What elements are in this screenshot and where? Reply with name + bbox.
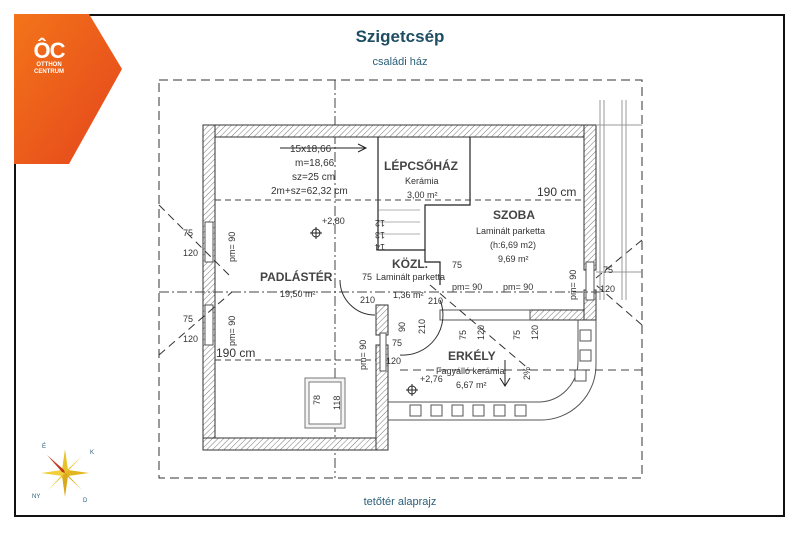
room-floor-erkely: Fagyálló kerámia	[436, 366, 505, 376]
height-label-top: 190 cm	[537, 185, 576, 199]
plan-caption: tetőtér alaprajz	[363, 496, 437, 508]
door-swings	[339, 279, 444, 356]
room-area-szoba: 9,69 m²	[498, 254, 529, 264]
dim-210-b: 210	[428, 296, 443, 306]
dim-118: 118	[332, 396, 342, 410]
page-title: Szigetcsép	[355, 27, 445, 46]
stair-arrow-head	[357, 143, 368, 153]
stair-note-3: sz=25 cm	[292, 172, 335, 183]
room-extra-szoba: (h:6,69 m2)	[490, 240, 536, 250]
dim-120-d: 120	[386, 356, 401, 366]
room-area-lepcsohaz: 3,00 m²	[407, 190, 438, 200]
stair-hall	[377, 137, 471, 285]
stair-step-14: 14	[375, 242, 385, 252]
page-subtitle: családi ház	[372, 56, 428, 68]
dim-120-f: 120	[530, 325, 540, 340]
stair-step-13: 13	[375, 230, 385, 240]
room-area-padlaster: 19,50 m²	[280, 289, 316, 299]
compass-w: NY	[32, 494, 40, 500]
dim-75-f: 75	[392, 338, 402, 348]
slope-label: 2%	[522, 367, 532, 380]
roof-window	[304, 377, 346, 429]
compass-s: D	[83, 498, 88, 504]
room-name-kozl: KÖZL.	[392, 256, 428, 271]
compass-n: É	[42, 443, 46, 450]
rotated-dims: pm= 90 pm= 90 pm= 90 pm= 90 90 210 75 12…	[227, 218, 578, 410]
compass-e: K	[90, 450, 94, 456]
room-area-kozl: 1,36 m²	[393, 290, 424, 300]
room-name-szoba: SZOBA	[493, 208, 535, 222]
dim-210-c: 210	[417, 319, 427, 334]
pm-90-e: pm= 90	[358, 340, 368, 370]
balcony	[388, 320, 597, 421]
stair-note-2: m=18,66	[295, 158, 335, 169]
room-area-erkely: 6,67 m²	[456, 380, 487, 390]
dim-75-d: 75	[362, 272, 372, 282]
stair-step-12: 12	[375, 218, 385, 228]
windows	[204, 221, 595, 372]
pm-90-f: pm= 90	[568, 270, 578, 300]
balcony-tiles	[409, 329, 592, 417]
stair-note-1: 15x18,66	[290, 144, 332, 155]
room-floor-szoba: Laminált parketta	[476, 226, 545, 236]
height-label-bottom: 190 cm	[216, 346, 255, 360]
level-label-1: +2,80	[322, 216, 345, 226]
level-marker-2	[406, 384, 418, 396]
room-floor-kozl: Laminált parketta	[376, 272, 445, 282]
dim-120-e: 120	[476, 325, 486, 340]
hip-lines	[158, 204, 643, 371]
brand-logo-mark: ÔC	[33, 38, 66, 63]
pm-90-b: pm= 90	[503, 282, 533, 292]
pm-90-a: pm= 90	[452, 282, 482, 292]
brand-badge	[14, 14, 122, 164]
level-marker-1	[310, 227, 322, 239]
pergola	[596, 100, 642, 300]
compass-rose: É K D NY	[32, 443, 94, 504]
stair-note-4: 2m+sz=62,32 cm	[271, 186, 348, 197]
walls	[202, 124, 597, 451]
roof-outline	[158, 79, 643, 479]
room-name-erkely: ERKÉLY	[448, 348, 496, 363]
dim-78: 78	[312, 395, 322, 405]
plan-frame	[14, 14, 785, 517]
dim-75-g: 75	[458, 330, 468, 340]
dim-90-a: 90	[397, 322, 407, 332]
room-name-lepcsohaz: LÉPCSŐHÁZ	[384, 158, 458, 173]
dim-120-a: 120	[183, 248, 198, 258]
room-name-padlaster: PADLÁSTÉR	[260, 269, 333, 284]
dim-120-b: 120	[183, 334, 198, 344]
dim-75-b: 75	[183, 314, 193, 324]
brand-name-line1: OTTHON	[36, 62, 62, 68]
dim-75-a: 75	[183, 228, 193, 238]
dim-75-e: 75	[452, 260, 462, 270]
brand-name-line2: CENTRUM	[34, 69, 64, 75]
dim-120-c: 120	[600, 284, 615, 294]
dim-210-a: 210	[360, 295, 375, 305]
level-label-2: +2,76	[420, 374, 443, 384]
pm-90-d: pm= 90	[227, 316, 237, 346]
brand-logo: ÔC OTTHON CENTRUM	[14, 40, 84, 76]
room-floor-lepcsohaz: Kerámia	[405, 176, 439, 186]
dim-75-c: 75	[603, 265, 613, 275]
pm-90-c: pm= 90	[227, 232, 237, 262]
dim-75-h: 75	[512, 330, 522, 340]
